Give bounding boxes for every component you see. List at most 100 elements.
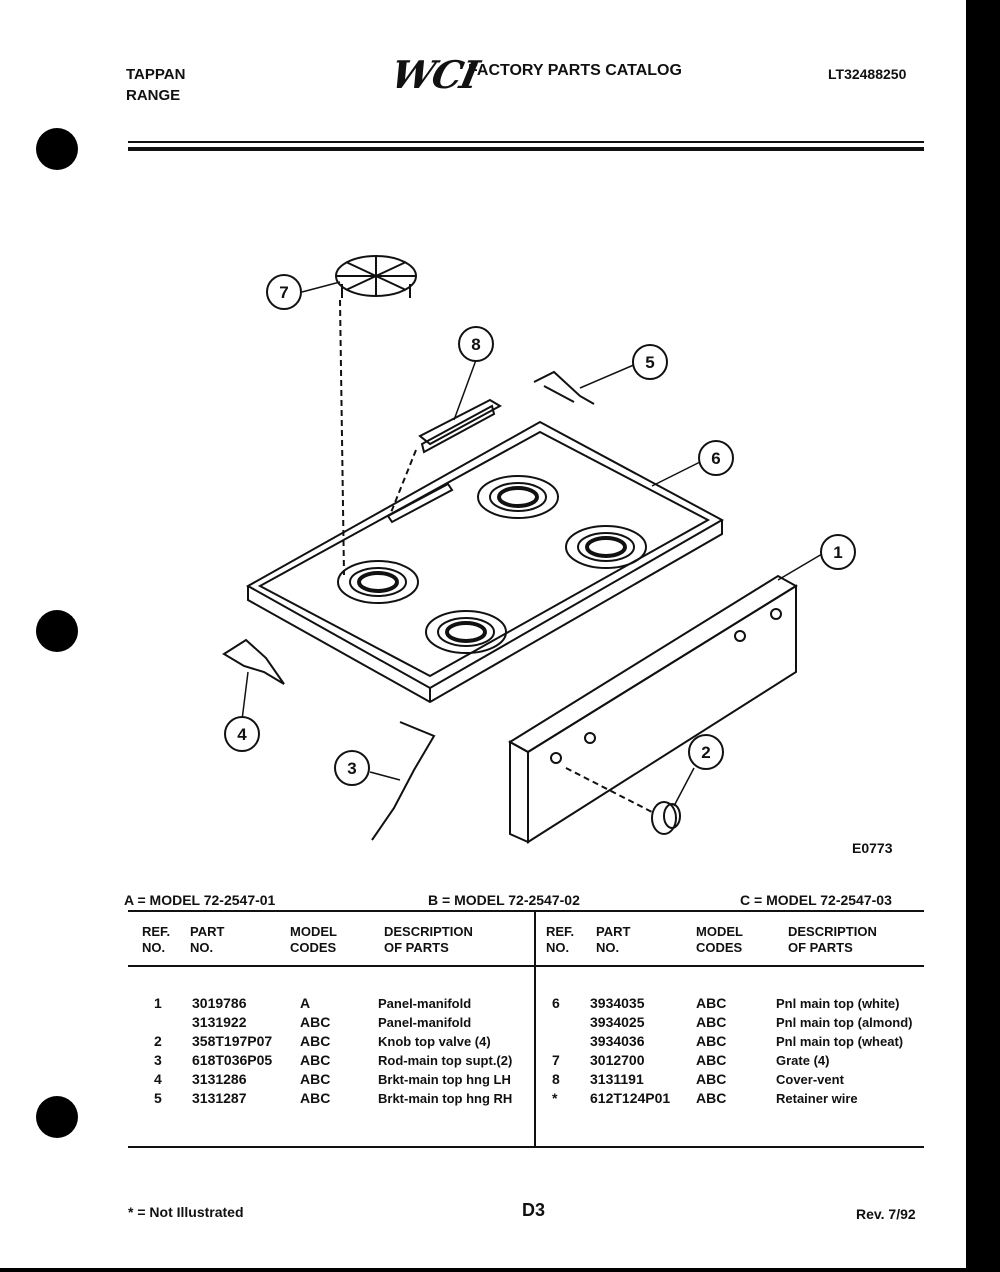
table-cell: 612T124P01 [590,1090,671,1106]
right-part-column: 3934035 3934025 3934036 3012700 3131191 … [590,994,670,1108]
manifold-panel-part [508,574,798,844]
footnote: * = Not Illustrated [128,1204,244,1220]
leader-dashed [339,299,345,576]
table-cell [552,1032,560,1051]
table-cell: ABC [696,1014,727,1030]
table-cell: Knob top valve (4) [378,1034,491,1049]
table-cell: 4 [154,1071,162,1087]
table-cell: Pnl main top (almond) [776,1015,913,1030]
table-cell: Panel-manifold [378,1015,472,1030]
table-cell: Cover-vent [776,1072,844,1087]
left-desc-column: Panel-manifold Panel-manifold Knob top v… [378,994,512,1108]
product-type: RANGE [126,87,181,104]
table-cell: Brkt-main top hng LH [378,1072,511,1087]
model-c: C = MODEL 72-2547-03 [740,892,892,908]
table-cell: ABC [696,1090,727,1106]
burner-rings [337,475,647,654]
table-cell: ABC [300,1090,331,1106]
table-cell: 618T036P05 [192,1052,273,1068]
right-codes-column: ABC ABC ABC ABC ABC ABC [696,994,726,1108]
revision-date: Rev. 7/92 [856,1206,916,1222]
table-cell: 6 [552,995,560,1011]
support-rod-part [371,721,436,841]
catalog-page: TAPPAN RANGE WCI FACTORY PARTS CATALOG L… [0,0,966,1268]
model-b: B = MODEL 72-2547-02 [428,892,580,908]
table-cell: 5 [154,1090,162,1106]
callout-3: 3 [347,759,356,778]
knob-part [651,801,681,835]
header-rule-thick [128,147,924,151]
callout-2: 2 [701,743,710,762]
catalog-title: FACTORY PARTS CATALOG [468,62,682,79]
leader-dashed [389,449,417,516]
callout-circles [224,274,856,786]
cover-vent-part [418,398,503,454]
table-cell: ABC [696,1033,727,1049]
table-cell: ABC [300,1014,331,1030]
table-cell: 3934025 [590,1014,645,1030]
table-cell [154,1013,162,1032]
callout-5: 5 [645,353,654,372]
callout-1: 1 [833,543,842,562]
header-ref-no: REF.NO. [142,924,171,955]
brand-name: TAPPAN [126,66,186,83]
table-cell: Brkt-main top hng RH [378,1091,513,1106]
callout-7: 7 [279,283,288,302]
table-cell: 1 [154,995,162,1011]
table-cell: 3131286 [192,1071,247,1087]
binder-hole [36,1096,78,1138]
table-cell [552,1013,560,1032]
vent-slot [386,482,454,524]
table-cell: 358T197P07 [192,1033,273,1049]
table-cell: 2 [154,1033,162,1049]
page-number: D3 [522,1200,546,1220]
table-cell: 3131287 [192,1090,247,1106]
callout-8: 8 [471,335,480,354]
table-cell: Pnl main top (wheat) [776,1034,904,1049]
table-cell: * [552,1090,558,1106]
table-top-rule [128,910,924,912]
retainer-wire-part [533,370,595,405]
table-cell: 3012700 [590,1052,645,1068]
table-cell: ABC [300,1071,331,1087]
table-cell: Pnl main top (white) [776,996,900,1011]
table-cell: Retainer wire [776,1091,858,1106]
cooktop-panel-part [245,420,725,704]
model-a: A = MODEL 72-2547-01 [124,892,276,908]
header-underline [128,965,924,967]
table-cell: 3019786 [192,995,247,1011]
exploded-parts-diagram: 7 8 5 6 1 4 3 2 [222,255,856,844]
table-cell: ABC [300,1033,331,1049]
table-cell: ABC [696,1052,727,1068]
catalog-number: LT32488250 [828,66,907,82]
callout-4: 4 [237,725,247,744]
header-ref-no: REF.NO. [546,924,575,955]
table-cell: ABC [300,1052,331,1068]
table-cell: 3934036 [590,1033,645,1049]
table-cell: 3 [154,1052,162,1068]
table-cell: Grate (4) [776,1053,830,1068]
left-part-column: 3019786 3131922 358T197P07 618T036P05 31… [192,994,272,1108]
table-cell: ABC [696,1071,727,1087]
callout-6: 6 [711,449,720,468]
callout-leaders [241,281,823,807]
grate-part [335,255,417,298]
table-cell: Rod-main top supt.(2) [378,1053,513,1068]
table-bottom-rule [128,1146,924,1148]
table-cell: 3131922 [192,1014,247,1030]
binder-hole [36,128,78,170]
table-cell: 8 [552,1071,560,1087]
brand-block: TAPPAN RANGE [126,64,185,106]
leader-dashed [565,767,653,813]
binder-hole [36,610,78,652]
column-divider [534,912,536,1146]
diagram-code: E0773 [852,840,893,856]
table-cell: Panel-manifold [378,996,472,1011]
left-codes-column: A ABC ABC ABC ABC ABC [300,994,330,1108]
